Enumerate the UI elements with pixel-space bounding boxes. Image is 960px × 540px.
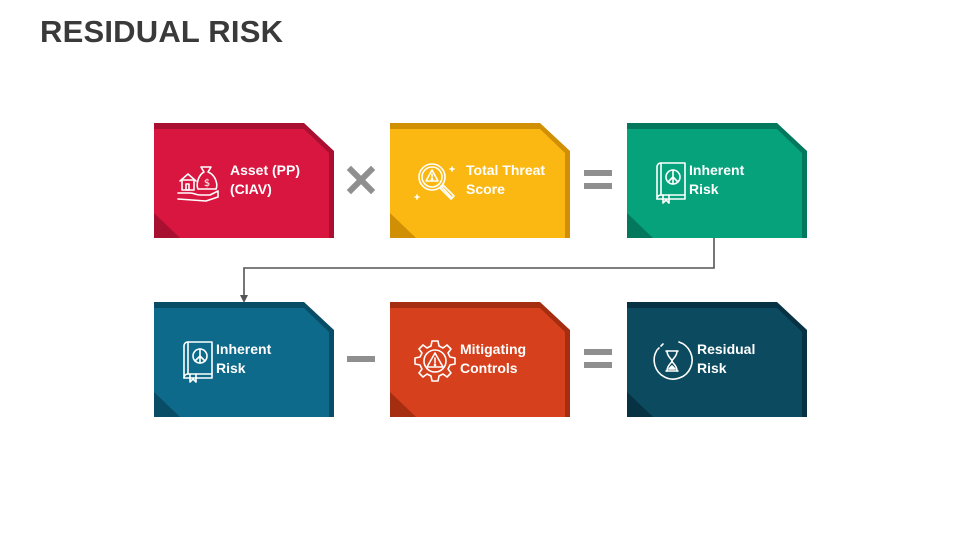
- card-total-threat-score: Total Threat Score: [390, 123, 570, 238]
- peace-book-icon: [656, 162, 686, 204]
- card-label: Residual Risk: [697, 341, 756, 376]
- card-label: Asset (PP) (CIAV): [230, 162, 301, 197]
- gear-warning-icon: [414, 340, 456, 382]
- svg-text:$: $: [204, 178, 210, 189]
- card-mitigating-controls: Mitigating Controls: [390, 302, 570, 417]
- search-warning-icon: [414, 163, 455, 200]
- card-label: Inherent Risk: [689, 162, 745, 197]
- equals-icon: [584, 170, 612, 189]
- peace-book-icon: [183, 341, 213, 383]
- card-inherent-risk-bottom: Inherent Risk: [154, 302, 334, 417]
- card-label: Inherent Risk: [216, 341, 272, 376]
- card-label: Mitigating Controls: [460, 341, 527, 376]
- card-asset: $ Asset (PP) (CIAV): [154, 123, 334, 238]
- page-title: RESIDUAL RISK: [40, 14, 284, 49]
- card-label: Total Threat Score: [466, 162, 546, 197]
- equals-icon: [584, 349, 612, 368]
- card-residual-risk: Residual Risk: [627, 302, 807, 417]
- money-bag-house-icon: $: [177, 166, 219, 202]
- minus-icon: [347, 356, 375, 362]
- hourglass-icon: [653, 341, 693, 380]
- card-inherent-risk-top: Inherent Risk: [627, 123, 807, 238]
- multiply-icon: [346, 165, 376, 195]
